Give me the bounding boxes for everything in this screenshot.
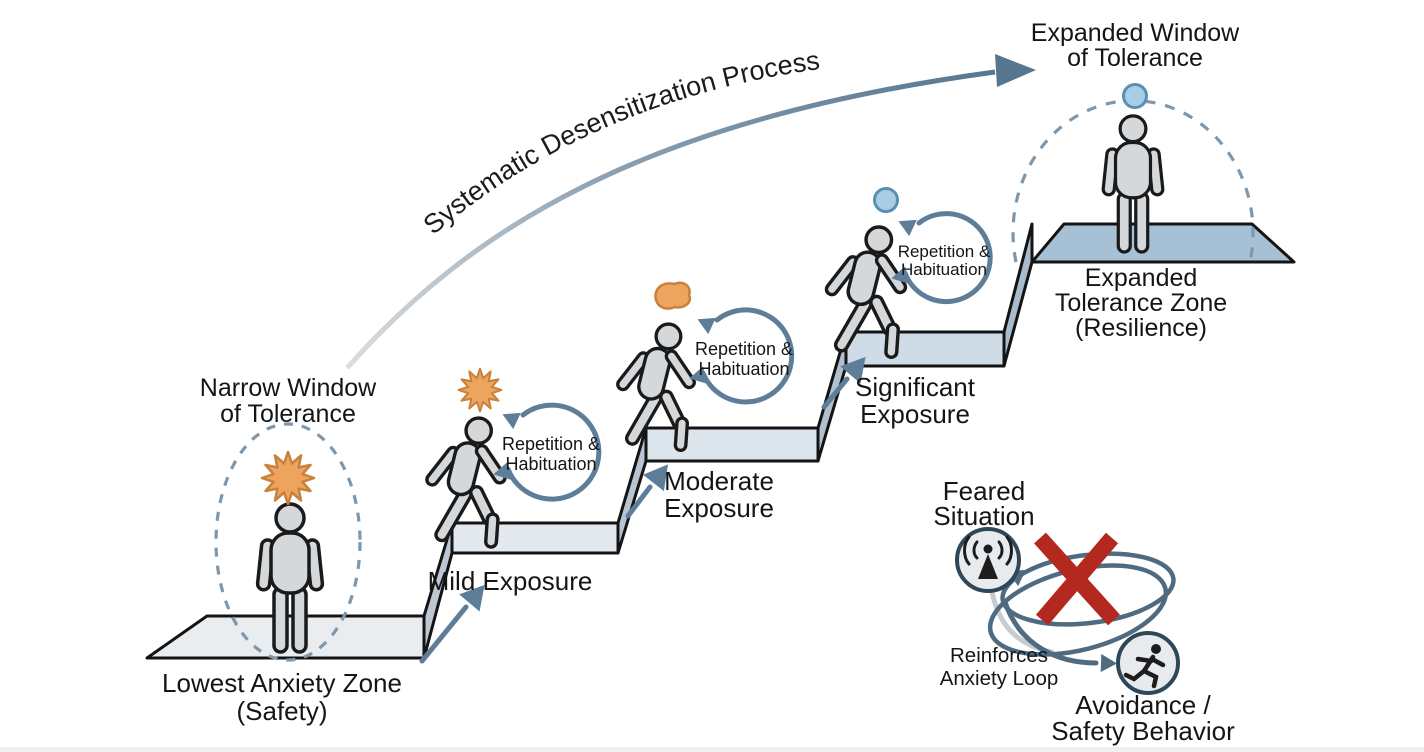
repetition-loop-significant: Repetition & Habituation (889, 211, 993, 305)
repetition-loop-moderate: Repetition & Habituation (687, 307, 795, 405)
avoidance-label-line2: Safety Behavior (1051, 716, 1235, 746)
feared-situation-icon (955, 527, 1021, 593)
narrow-window-label-line1: Narrow Window (200, 374, 377, 402)
blue-circle-icon (873, 187, 899, 213)
orange-starburst-icon (260, 450, 316, 506)
avoidance-icon (1116, 631, 1180, 695)
loop-arrowhead-icon (693, 311, 716, 335)
repetition-loop-mild: Repetition & Habituation (491, 402, 602, 502)
loop-label-line2: Habituation (901, 260, 987, 279)
loop-label-line1: Repetition & (502, 434, 600, 454)
narrow-window-label-line2: of Tolerance (220, 400, 356, 428)
anxiety-loop-ellipse-upper (1000, 551, 1176, 627)
label-expanded-line3: (Resilience) (1075, 314, 1207, 342)
loop-arrowhead-icon (498, 406, 521, 430)
step-mild-surface (450, 521, 620, 555)
reinforces-label-line2: Anxiety Loop (940, 667, 1059, 690)
loop-label-line1: Repetition & (695, 339, 793, 359)
riser-4 (1002, 222, 1034, 368)
step-arrows (419, 355, 869, 664)
loop-arrowhead-icon (1100, 654, 1118, 673)
orange-blob-icon (654, 281, 692, 310)
arc-arrowhead-icon (995, 54, 1036, 87)
step-moderate-surface (644, 426, 820, 463)
label-moderate-line1: Moderate (664, 466, 774, 496)
narrow-window-ellipse (214, 422, 362, 662)
label-moderate-line2: Exposure (664, 493, 774, 523)
arrow-to-avoidance (1002, 599, 1099, 666)
avoidance-label-line1: Avoidance / (1075, 690, 1211, 720)
red-x-icon (1034, 532, 1120, 626)
label-expanded-line2: Tolerance Zone (1055, 289, 1227, 317)
loop-arrowhead-icon (894, 213, 917, 237)
feared-situation-label-line2: Situation (933, 501, 1034, 531)
step-significant-surface (844, 330, 1006, 368)
orange-starburst-icon (457, 367, 503, 413)
label-significant-line2: Exposure (860, 399, 970, 429)
riser-2 (616, 426, 648, 555)
loop-label-line2: Habituation (505, 454, 596, 474)
label-significant-line1: Significant (855, 372, 976, 402)
loop-label-line1: Repetition & (898, 242, 991, 261)
label-lowest-line2: (Safety) (236, 696, 327, 726)
bottom-edge-band (0, 747, 1424, 752)
loop-label-line2: Habituation (698, 359, 789, 379)
feared-situation-label-line1: Feared (943, 476, 1025, 506)
label-expanded-line1: Expanded (1085, 264, 1198, 292)
desensitization-arc-arrow (345, 69, 996, 370)
expanded-window-label-line1: Expanded Window (1031, 19, 1240, 47)
broadcast-antenna-icon (963, 535, 1013, 579)
avoidance-cycle: Feared Situation Reinforces Anxiety Loop… (933, 476, 1235, 746)
step-expanded-surface (1030, 222, 1296, 264)
running-person-icon (1123, 644, 1166, 689)
reinforces-label-line1: Reinforces (950, 644, 1048, 667)
expanded-window-label-line2: of Tolerance (1067, 44, 1203, 72)
blue-circle-icon (1122, 83, 1148, 109)
arc-label: Systematic Desensitization Process (418, 45, 822, 240)
label-lowest-line1: Lowest Anxiety Zone (162, 668, 402, 698)
label-mild: Mild Exposure (428, 566, 593, 596)
